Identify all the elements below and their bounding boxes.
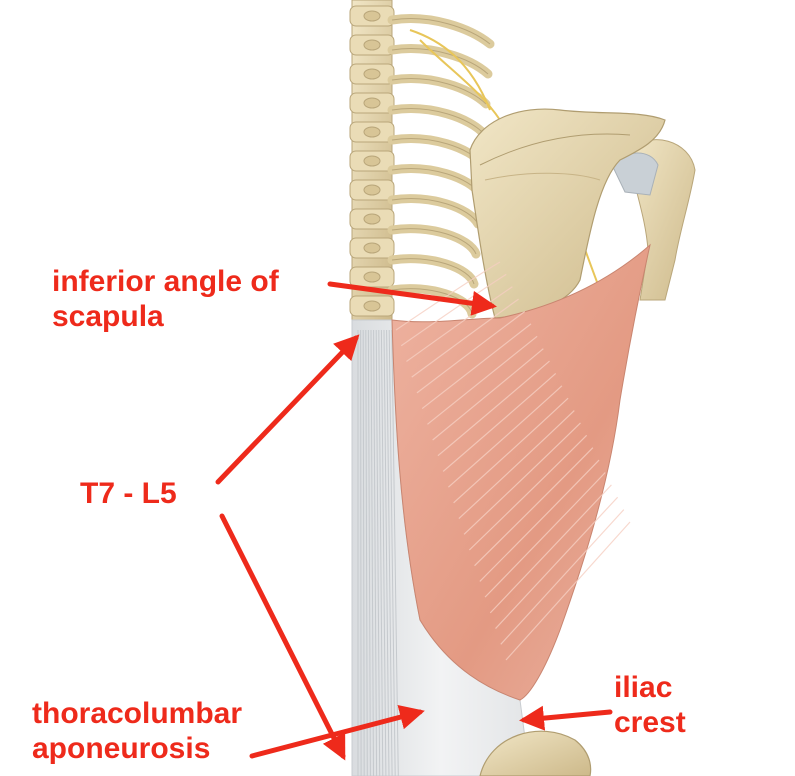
spinous-process: [363, 126, 381, 138]
fascia-line: [383, 329, 390, 776]
muscle-fiber: [416, 311, 526, 394]
muscle-fiber: [479, 459, 600, 582]
muscle-fiber: [447, 385, 563, 488]
label-line: scapula: [52, 300, 164, 333]
muscle-fiber: [484, 472, 606, 598]
spinous-process: [363, 213, 381, 225]
label-line: thoracolumbar: [32, 697, 243, 730]
fascia-line: [367, 329, 371, 776]
fascia-line: [370, 329, 374, 776]
label-line: aponeurosis: [32, 732, 211, 765]
muscle-fiber: [500, 509, 625, 645]
arrow-inferior-angle: [327, 281, 497, 316]
rib-outline: [391, 18, 491, 45]
spinous-process: [363, 271, 381, 283]
rib-outline: [391, 198, 479, 225]
muscle-fiber: [442, 372, 557, 472]
spinous-process: [363, 10, 381, 22]
label-thoracolumbar-aponeurosis: thoracolumbar aponeurosis: [32, 696, 242, 766]
fascia-line: [378, 329, 384, 776]
iliac-crest-bone: [479, 730, 592, 776]
muscle-fiber: [427, 335, 538, 425]
rib: [387, 134, 487, 169]
muscle-fiber: [458, 410, 575, 520]
label-line: inferior angle of: [52, 265, 279, 298]
fascia-line: [365, 329, 368, 776]
fascia-line: [373, 329, 378, 776]
muscle-fiber: [505, 521, 631, 661]
muscle-fiber: [453, 397, 569, 504]
muscle-fiber: [474, 447, 594, 567]
annotation-arrows: [215, 281, 613, 761]
muscle-fiber: [400, 273, 507, 347]
muscle-fiber: [395, 261, 501, 331]
fascia-line: [391, 329, 399, 776]
fascia-line: [375, 329, 381, 776]
muscle-fiber: [463, 422, 581, 535]
muscle-fibers: [395, 261, 631, 661]
muscle-fiber: [495, 496, 619, 629]
rib-outline: [391, 78, 487, 105]
muscle-fiber: [489, 484, 612, 614]
vertebrae: [349, 5, 395, 317]
muscle-fiber: [411, 298, 519, 378]
rib: [387, 44, 493, 79]
rib-outline: [391, 48, 489, 75]
rib: [387, 164, 485, 199]
label-iliac-crest: iliac crest: [614, 670, 686, 740]
muscle-fiber: [468, 434, 588, 551]
spinous-process: [363, 184, 381, 196]
fascia-line: [386, 329, 393, 776]
vertebral-column: [349, 0, 395, 321]
label-line: crest: [614, 706, 686, 739]
spinous-process: [363, 242, 381, 254]
label-t7-l5: T7 - L5: [80, 477, 177, 510]
arrow-t7-upper: [215, 334, 360, 485]
muscle-fiber: [421, 323, 532, 410]
spinous-process: [363, 97, 381, 109]
arrow-t7-lower: [219, 513, 346, 761]
spinous-process: [363, 68, 381, 80]
humerus: [611, 139, 696, 301]
muscle-fiber: [432, 348, 544, 441]
rib-outline: [391, 228, 477, 255]
rib: [387, 254, 479, 289]
spinous-process: [363, 39, 381, 51]
latissimus-dorsi-muscle: [391, 243, 651, 701]
label-inferior-angle-of-scapula: inferior angle of scapula: [52, 264, 279, 334]
fascia-line: [362, 329, 365, 776]
rib: [387, 104, 489, 139]
spinous-process: [363, 155, 381, 167]
label-line: iliac: [614, 671, 673, 704]
arrow-thoracolumbar: [249, 704, 425, 759]
aponeurosis-fibers: [357, 329, 399, 776]
muscle-fiber: [437, 360, 550, 457]
arrow-iliac-crest: [519, 705, 613, 731]
rib-outline: [391, 108, 485, 135]
spinous-process: [363, 300, 381, 312]
fascia-line: [388, 329, 396, 776]
rib-outline: [391, 288, 473, 315]
rib: [387, 74, 491, 109]
fascia-line: [380, 329, 387, 776]
fascia-line: [360, 329, 362, 776]
